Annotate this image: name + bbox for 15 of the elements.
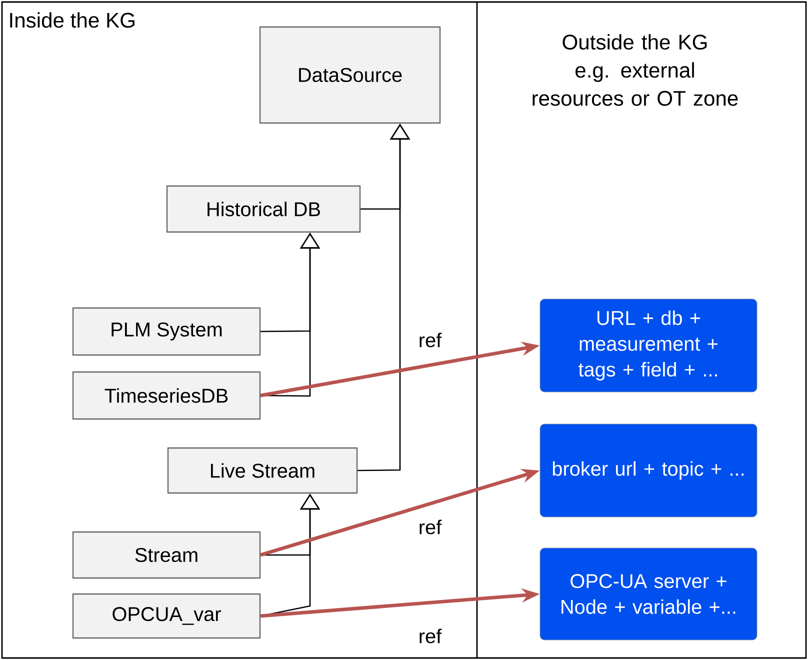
edge-label: ref	[417, 332, 443, 348]
class-box: PLM System	[72, 307, 261, 356]
class-box: OPCUA_var	[72, 593, 261, 639]
section-heading: Inside the KG	[10, 12, 134, 28]
resource-box: URL + db + measurement + tags + field + ...	[540, 298, 758, 392]
class-box: TimeseriesDB	[72, 371, 261, 420]
edge-label: ref	[417, 628, 443, 644]
resource-box: broker url + topic + ...	[540, 424, 758, 518]
class-box: Historical DB	[166, 185, 361, 233]
resource-box: OPC-UA server + Node + variable +...	[540, 548, 758, 640]
section-heading: Outside the KG e.g. external resources or OT zone	[532, 34, 738, 106]
edge-label: ref	[417, 518, 443, 536]
class-box: DataSource	[259, 26, 441, 124]
class-box: Live Stream	[167, 447, 358, 494]
class-box: Stream	[72, 531, 261, 579]
